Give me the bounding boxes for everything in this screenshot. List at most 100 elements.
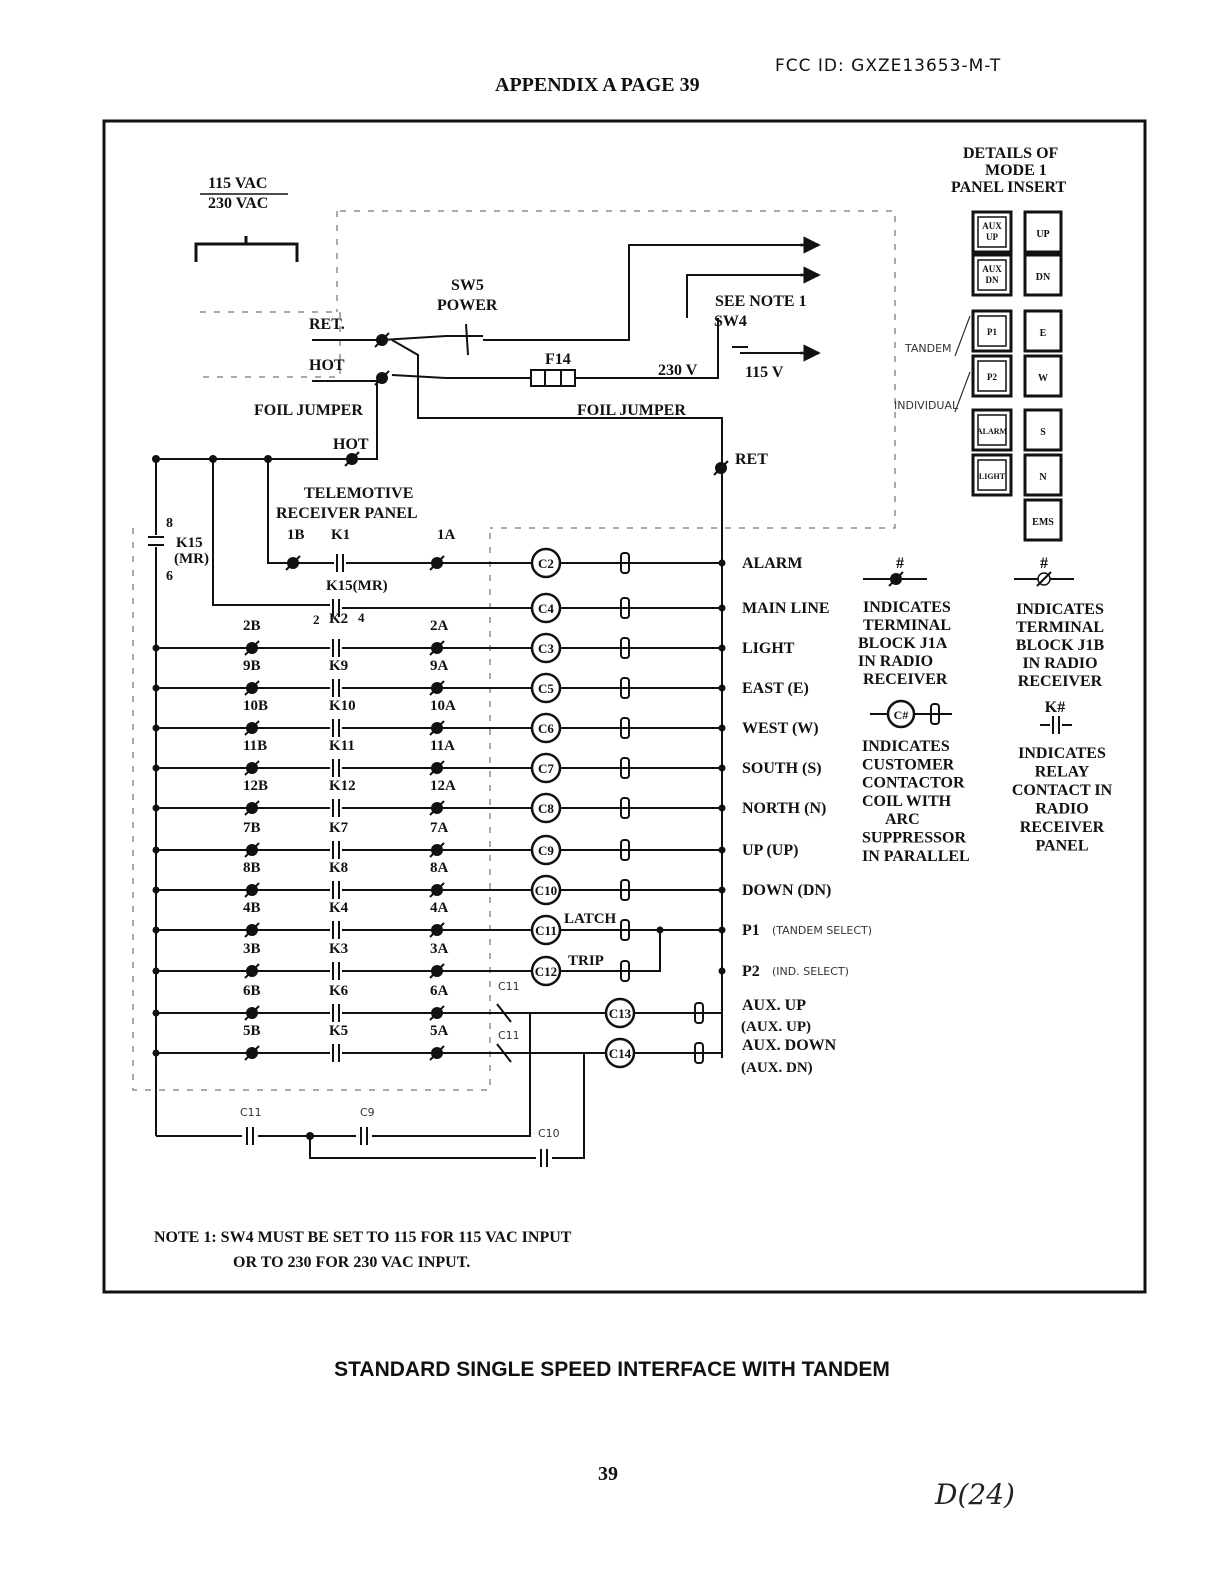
relay-label: K1 [331,527,350,543]
terminal-b-slash [244,800,260,816]
hot-terminal-slash [344,451,360,467]
relay-contact-gap [330,881,342,899]
terminal-a-label: 2A [430,618,449,634]
bus-junction-1 [209,455,217,463]
figure-caption: STANDARD SINGLE SPEED INTERFACE WITH TAN… [334,1358,890,1381]
insert-button-right [1023,354,1063,398]
panel-title-1: TELEMOTIVE [304,485,413,502]
terminal-a-label: 1A [437,527,456,543]
note-line-1: NOTE 1: SW4 MUST BE SET TO 115 FOR 115 V… [154,1229,572,1246]
note-line-2: OR TO 230 FOR 230 VAC INPUT. [233,1254,471,1271]
legend-coil-text: SUPPRESSOR [862,830,966,847]
insert-button-right [1023,309,1063,353]
output-junction [718,724,726,732]
insert-button-left-label: P2 [987,372,997,382]
customer-coil [530,547,562,579]
relay-label: K2 [329,611,348,627]
terminal-b-label: 5B [243,1023,261,1039]
insert-button-right-label: EMS [1032,517,1054,528]
panel-title-2: RECEIVER PANEL [276,505,418,522]
terminal-b-slash [244,882,260,898]
insert-button-left [971,354,1013,398]
output-junction [718,604,726,612]
output-label: P2 [742,963,760,980]
customer-coil-label: C5 [538,681,554,696]
supply-bracket [194,236,299,262]
terminal-a-slash [429,555,445,571]
legend-coil-text: ARC [885,811,920,828]
legend-coil-text: CONTACTOR [862,775,965,792]
terminal-a-label: 5A [430,1023,449,1039]
insert-button-left-inner [977,459,1007,491]
dashed-enclosures [132,210,896,1091]
supply-230: 230 VAC [208,195,268,212]
k2-pin-2: 2 [313,612,320,627]
output-label: NORTH (N) [742,800,826,817]
relay-contact-gap [330,799,342,817]
cap-junction [306,1132,314,1140]
terminal-b-label: 1B [287,527,305,543]
output-label: EAST (E) [742,680,809,697]
terminal-a-label: 10A [430,698,456,714]
terminal-b-slash [285,555,301,571]
terminal-b-label: 8B [243,860,261,876]
customer-coil-label: C8 [538,801,554,816]
insert-button-right-label: UP [1036,229,1049,240]
latch-junction [656,926,664,934]
legend-hash-b: # [1040,555,1048,572]
terminal-b-slash [244,640,260,656]
terminal-a-label: 9A [430,658,449,674]
terminal-b-label: 9B [243,658,261,674]
output-junction [718,886,726,894]
output-junction [718,804,726,812]
terminal-a-slash [429,680,445,696]
insert-title-1: DETAILS OF [963,145,1059,162]
relay-label: K3 [329,941,348,957]
insert-button-left-label: AUX [982,221,1002,231]
customer-coil [530,792,562,824]
handwritten-mark: D(24) [935,1478,1015,1511]
ret-label: RET. [309,316,345,333]
k15-relay-label: K15(MR) [326,578,388,594]
insert-button-right [1023,498,1063,542]
terminal-a-slash [429,760,445,776]
relay-contact-gap [330,719,342,737]
customer-coil [530,834,562,866]
foil-jumper-left: FOIL JUMPER [254,402,363,419]
output-label: SOUTH (S) [742,760,822,777]
terminal-b-label: 4B [243,900,261,916]
hot-terminal-top-slash [374,370,390,386]
terminal-b-slash [244,760,260,776]
legend-coil [886,699,916,729]
output-label: DOWN (DN) [742,882,831,899]
insert-button-right-label: N [1039,472,1047,483]
insert-button-left [971,453,1013,497]
relay-contact-gap [330,1044,342,1062]
legend-j1b-text: INDICATES [1016,601,1104,618]
ret-terminal-slash [713,460,729,476]
terminal-a-slash [429,842,445,858]
legend-j1a-text: RECEIVER [863,671,948,688]
relay-contact-gap [330,759,342,777]
c11-hand-b: C11 [498,1029,520,1042]
insert-title-2: MODE 1 [985,162,1047,179]
insert-button-left [971,210,1013,254]
terminal-a-slash [429,720,445,736]
legend-j1a-text: IN RADIO [858,653,933,670]
insert-button-right [1023,408,1063,452]
c9-interlock-gap [358,1127,370,1145]
sw5-power: POWER [437,297,498,314]
relay-contact-gap [330,1004,342,1022]
legend-relay-symbol: K# [1045,699,1065,716]
relay-contact-gap [330,639,342,657]
terminal-b-label: 11B [243,738,267,754]
